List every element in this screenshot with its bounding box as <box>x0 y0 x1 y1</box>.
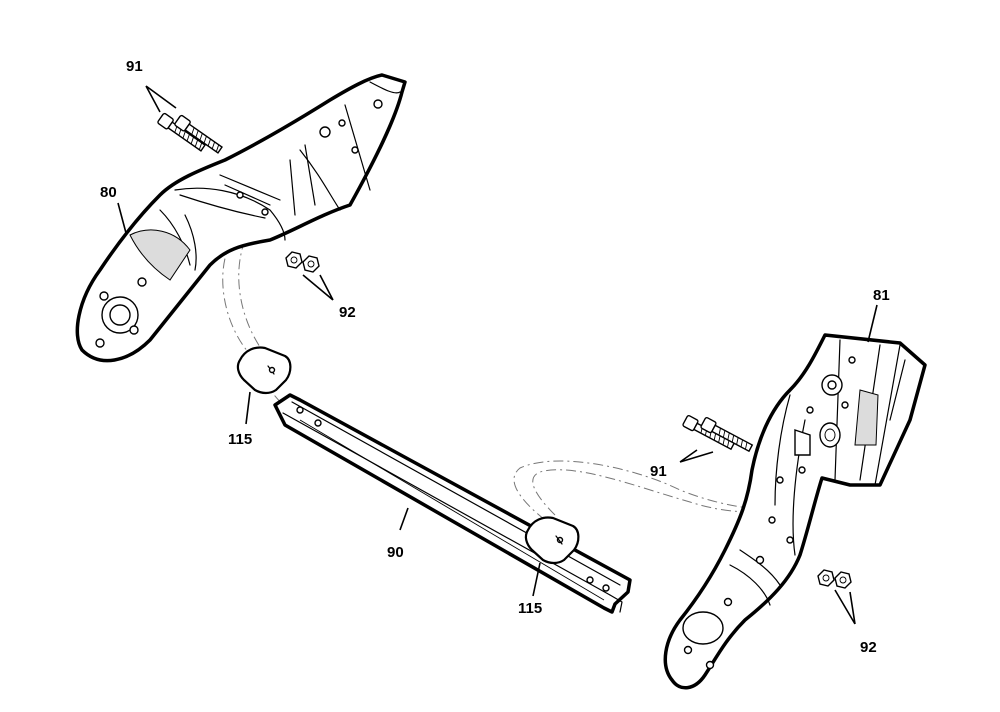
callout-labels: 91 80 92 115 90 115 81 91 92 <box>100 58 890 656</box>
callout-115-right: 115 <box>518 600 542 617</box>
callout-90: 90 <box>387 544 404 561</box>
clip-115-right <box>524 516 580 565</box>
bolts-91-right <box>682 415 754 453</box>
callout-91-right: 91 <box>650 463 667 480</box>
left-bracket-80 <box>75 73 407 363</box>
nuts-92-top <box>285 251 320 273</box>
callout-115-left: 115 <box>228 431 252 448</box>
right-bracket-81 <box>663 333 927 690</box>
nuts-92-bottom <box>817 569 852 589</box>
callout-92-bottom: 92 <box>860 639 877 656</box>
callout-81: 81 <box>873 287 890 304</box>
cross-bar-90 <box>273 393 632 614</box>
leader-lines <box>117 85 878 625</box>
clip-115-left <box>236 346 292 395</box>
callout-80: 80 <box>100 184 117 201</box>
bolts-91-top <box>157 112 223 154</box>
callout-91-top: 91 <box>126 58 143 75</box>
callout-92-top: 92 <box>339 304 356 321</box>
assembly-guide-lines <box>222 239 753 521</box>
